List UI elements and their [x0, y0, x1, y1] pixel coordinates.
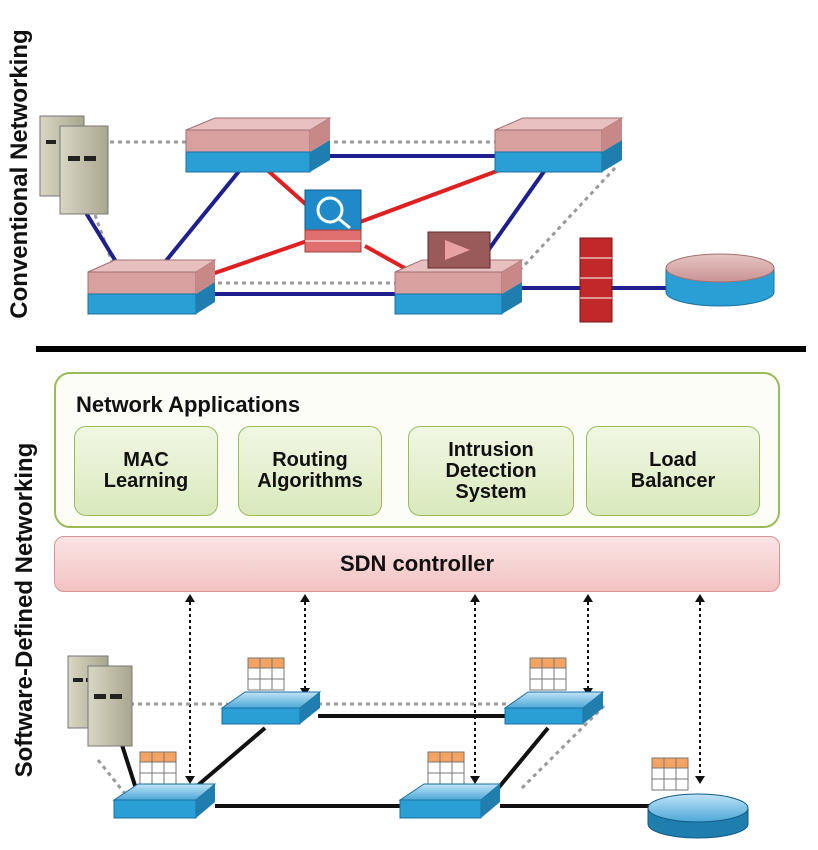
switch-icon-top-right — [494, 117, 624, 173]
app-routing-algorithms: Routing Algorithms — [238, 426, 382, 516]
sdn-switch-icon-4 — [398, 783, 502, 819]
sdn-switch-icon-1 — [220, 691, 322, 725]
section-divider — [36, 346, 806, 352]
flow-table-icon-4 — [427, 751, 465, 785]
sdn-server-icon — [67, 655, 133, 747]
control-arrowheads — [185, 594, 705, 784]
network-applications-title: Network Applications — [76, 392, 301, 417]
conventional-red-links — [211, 166, 506, 276]
switch-icon-bottom-left — [87, 259, 217, 315]
app-intrusion-detection: Intrusion Detection System — [408, 426, 574, 516]
app-load-balancer: Load Balancer — [586, 426, 760, 516]
flow-table-icon-3 — [139, 751, 177, 785]
sdn-controller-bar: SDN controller — [54, 536, 780, 592]
app-mac-learning: MAC Learning — [74, 426, 218, 516]
flow-table-icon-1 — [247, 657, 285, 691]
control-channels — [189, 596, 701, 782]
firewall-icon — [579, 237, 613, 323]
switch-icon-top-left — [185, 117, 332, 173]
intrusion-detection-icon — [304, 189, 362, 253]
flow-table-icon-2 — [529, 657, 567, 691]
router-icon — [665, 253, 775, 307]
load-balancer-icon — [427, 231, 491, 269]
conventional-dotted-links — [93, 140, 617, 285]
flow-table-icon-5 — [651, 757, 689, 791]
sdn-switch-icon-2 — [503, 691, 605, 725]
server-icon — [39, 115, 109, 215]
sdn-router-icon — [647, 793, 749, 839]
sdn-switch-icon-3 — [112, 783, 217, 819]
switch-icon-bottom-right — [394, 259, 524, 315]
network-applications-panel: Network Applications MAC Learning Routin… — [54, 372, 780, 528]
sdn-dotted-links — [96, 702, 606, 796]
